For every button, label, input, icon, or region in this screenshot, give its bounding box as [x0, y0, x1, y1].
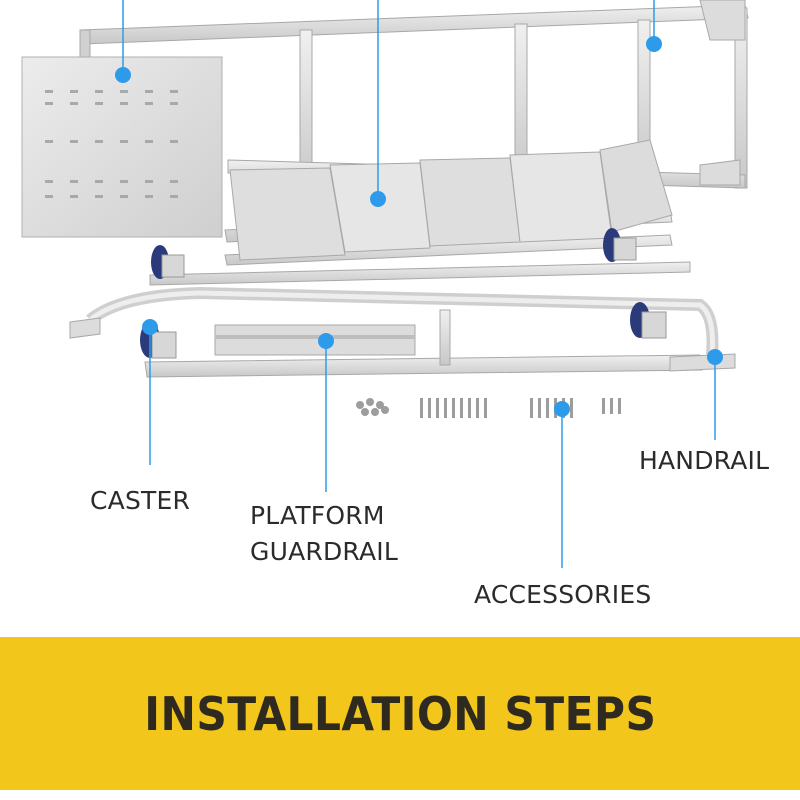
bolts-group-1	[420, 398, 487, 418]
callout-dot-handrail	[707, 349, 723, 365]
caster-1	[151, 245, 185, 279]
callout-dot-steps	[370, 191, 386, 207]
platform-guardrail-label-line1: PLATFORM	[250, 501, 385, 530]
installation-steps-banner: INSTALLATION STEPS	[0, 637, 800, 790]
banner-title: INSTALLATION STEPS	[143, 686, 657, 741]
callout-dot-accessories	[554, 401, 570, 417]
ladder-steps	[224, 139, 673, 266]
bolts-group-3	[602, 398, 621, 414]
accessories-label: ACCESSORIES	[474, 580, 652, 609]
bottom-strip	[0, 790, 800, 800]
caster-wheels	[140, 228, 667, 359]
callout-dot-guardrail-plate	[115, 67, 131, 83]
top-frame	[79, 0, 749, 191]
platform-guardrail-label-line2: GUARDRAIL	[250, 537, 398, 566]
accessories-hardware	[356, 398, 621, 418]
callout-markers	[122, 0, 716, 568]
callout-dot-caster	[142, 319, 158, 335]
handrail-label: HANDRAIL	[639, 446, 770, 475]
nuts-group	[356, 398, 389, 416]
bottom-frame	[69, 261, 736, 378]
caster-label: CASTER	[90, 486, 191, 515]
callout-dot-platform-guardrail	[318, 333, 334, 349]
ladder-parts-illustration	[21, 0, 749, 568]
caster-4	[630, 302, 667, 339]
caster-2	[603, 228, 637, 262]
guardrail-plate	[21, 56, 223, 238]
callout-dot-top-frame	[646, 36, 662, 52]
